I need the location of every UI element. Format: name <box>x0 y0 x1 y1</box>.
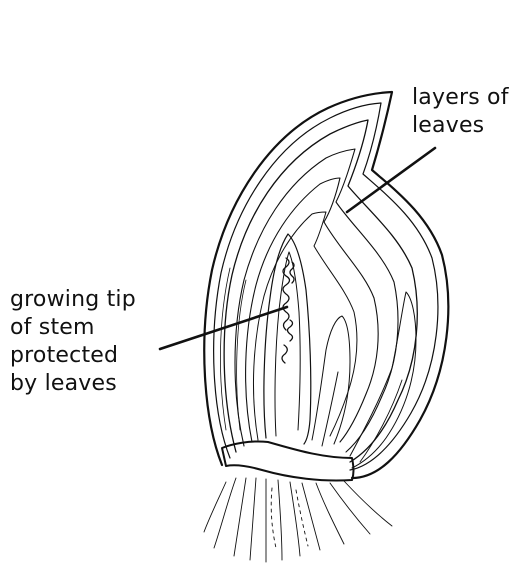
label-line: by leaves <box>10 370 136 398</box>
label-growing-tip: growing tip of stem protected by leaves <box>10 286 136 398</box>
leaf-layer <box>253 212 356 440</box>
leaf-layer <box>235 149 398 452</box>
bud-outer-outline <box>204 92 448 478</box>
inner-cavity <box>275 252 300 436</box>
growing-tip <box>282 258 294 363</box>
leaf-layer <box>224 120 417 462</box>
label-line: growing tip <box>10 286 136 314</box>
label-line: protected <box>10 342 136 370</box>
leaf-layer <box>246 178 379 442</box>
leaf-fold <box>312 316 350 444</box>
label-line: layers of <box>412 84 509 112</box>
label-layers-of-leaves: layers of leaves <box>412 84 509 140</box>
label-line: of stem <box>10 314 136 342</box>
roots <box>204 478 392 562</box>
pointer-line-tip <box>160 307 287 349</box>
label-line: leaves <box>412 112 509 140</box>
leaf-vein <box>237 280 246 430</box>
stem-base-cut <box>222 441 354 480</box>
pointer-line-layers <box>347 148 435 212</box>
